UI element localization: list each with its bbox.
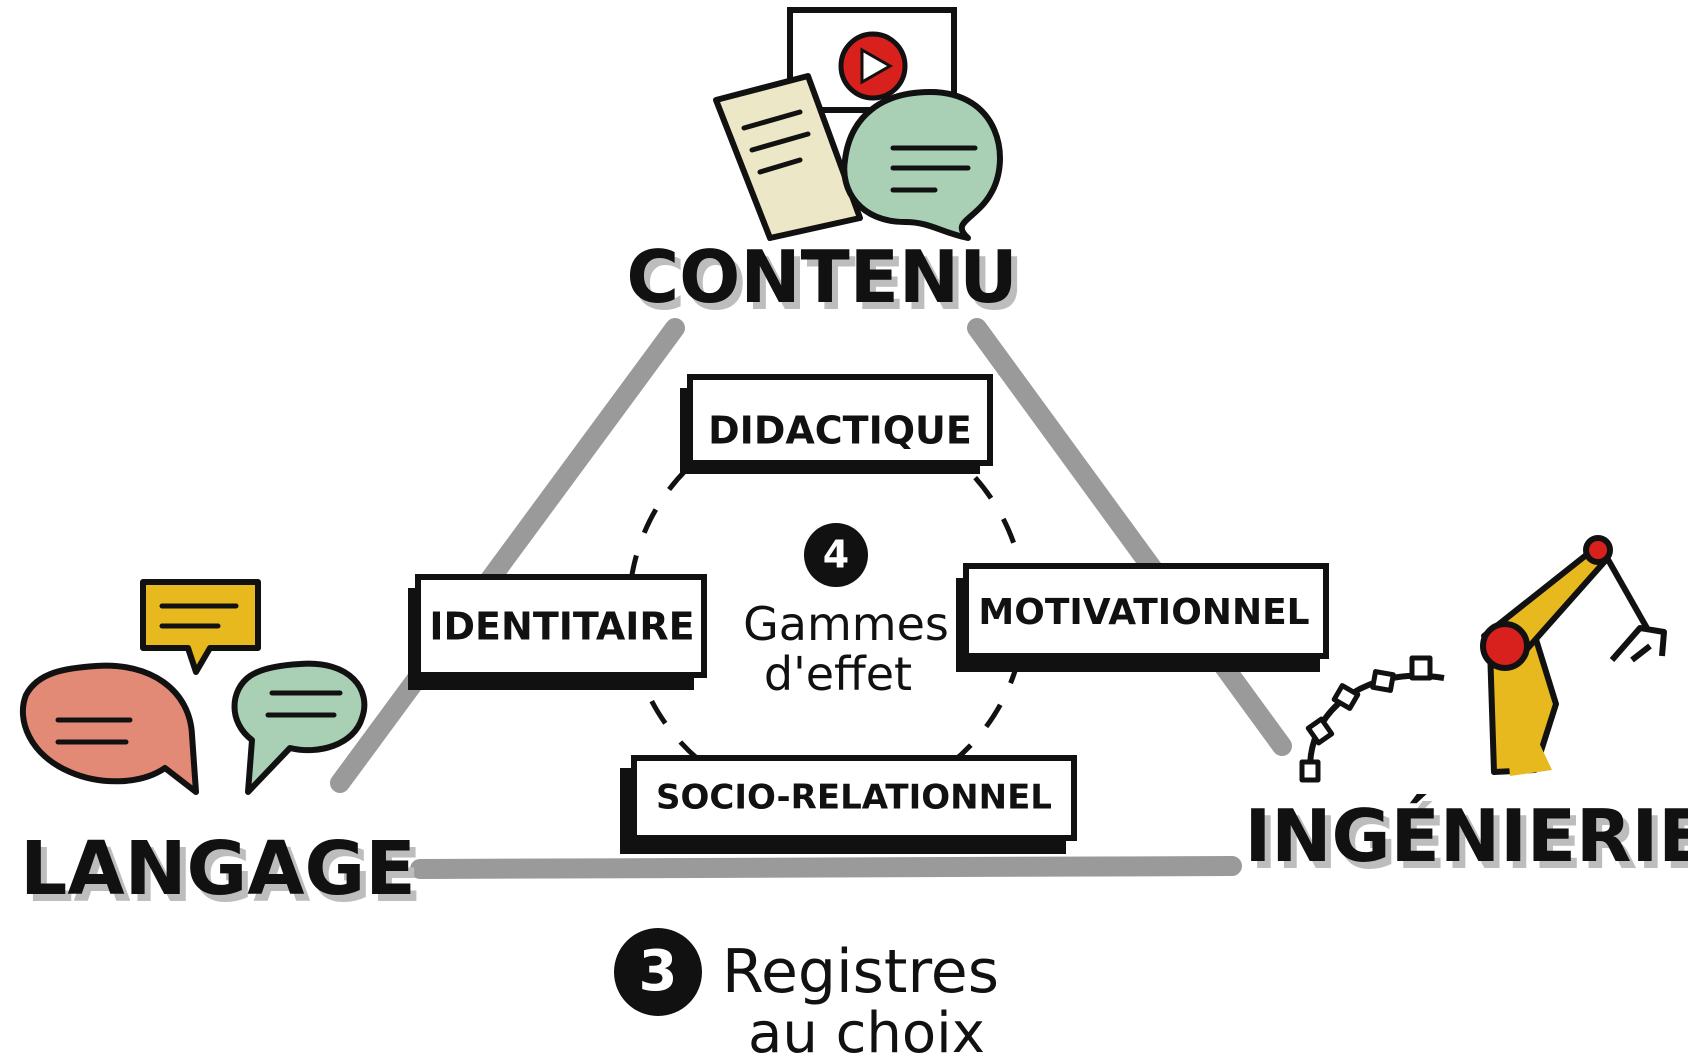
- document-icon: [713, 73, 863, 241]
- effect-label-socio-relationnel: SOCIO-RELATIONNEL: [656, 778, 1052, 818]
- gear-icon: [1299, 655, 1445, 783]
- vertex-label-langage-shadow: LANGAGE: [26, 833, 422, 919]
- center-line2: d'effet: [764, 647, 912, 701]
- vertex-label-contenu-shadow: CONTENU: [632, 242, 1023, 326]
- speech-bubble-icon: [231, 660, 368, 795]
- effect-box-didactique: DIDACTIQUE: [680, 374, 993, 474]
- contenu-icons: [713, 7, 1003, 241]
- effect-box-socio-relationnel: SOCIO-RELATIONNEL: [620, 755, 1077, 854]
- triangle-edge-right: [967, 318, 1292, 756]
- vertex-label-langage-text: LANGAGE: [20, 826, 416, 912]
- effect-box-identitaire: IDENTITAIRE: [408, 574, 707, 690]
- center-number: 4: [823, 533, 849, 577]
- vertex-label-langage: LANGAGE LANGAGE: [20, 826, 422, 919]
- footer-line1: Registres: [722, 937, 999, 1007]
- center-label: 4 Gammes d'effet: [743, 523, 949, 701]
- vertex-label-ingenierie: INGÉNIERIE INGÉNIERIE: [1245, 794, 1688, 885]
- center-line1: Gammes: [743, 597, 949, 651]
- langage-icons: [19, 579, 368, 795]
- triangle-edge-left: [330, 318, 685, 793]
- vertex-label-contenu: CONTENU CONTENU: [626, 235, 1023, 326]
- triangle-edge-bottom: [410, 856, 1242, 879]
- center-number-badge: [804, 523, 868, 587]
- effect-label-identitaire: IDENTITAIRE: [429, 605, 694, 649]
- effect-label-motivationnel: MOTIVATIONNEL: [978, 592, 1309, 633]
- vertex-label-ingenierie-text: INGÉNIERIE: [1245, 794, 1688, 878]
- footer-label: 3 Registres au choix: [614, 928, 999, 1064]
- effect-label-didactique: DIDACTIQUE: [708, 409, 972, 453]
- effect-box-motivationnel: MOTIVATIONNEL: [956, 563, 1329, 672]
- vertex-label-contenu-text: CONTENU: [626, 235, 1017, 319]
- robot-arm-icon: [1480, 535, 1667, 776]
- footer-line2: au choix: [748, 1001, 985, 1064]
- speech-bubble-icon: [140, 579, 261, 675]
- ingenierie-icons: [1299, 535, 1667, 783]
- triangle: [330, 318, 1292, 879]
- footer-number-badge: [614, 928, 702, 1016]
- speech-bubble-icon: [841, 89, 1003, 241]
- vertex-label-ingenierie-shadow: INGÉNIERIE: [1251, 801, 1688, 885]
- video-play-icon: [787, 7, 957, 113]
- footer-number: 3: [639, 939, 678, 1004]
- speech-bubble-icon: [19, 662, 199, 795]
